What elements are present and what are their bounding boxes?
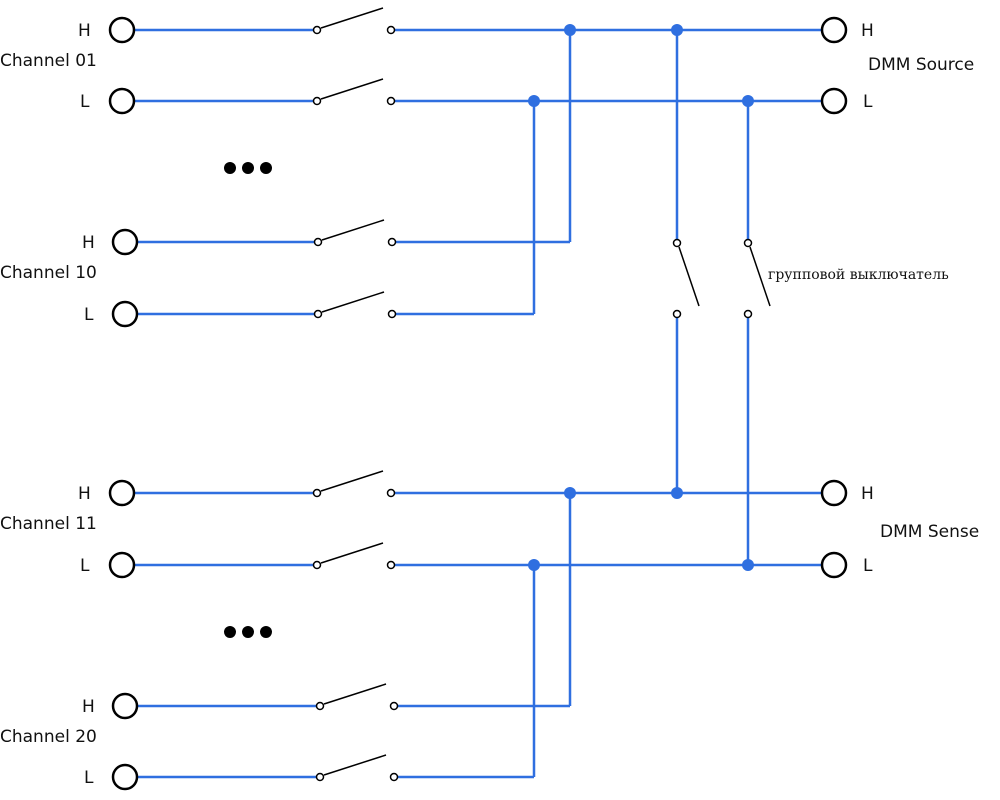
junction-dot xyxy=(671,24,683,36)
open-switch-icon xyxy=(315,683,399,711)
output-terminals xyxy=(820,16,848,579)
junction-dot xyxy=(528,559,540,571)
terminal-circle-icon xyxy=(108,16,136,44)
junction-dot xyxy=(671,487,683,499)
open-switch-icon xyxy=(312,470,396,498)
junction-dot xyxy=(564,487,576,499)
terminal-circle-icon xyxy=(111,692,139,720)
open-switch-icon xyxy=(312,542,396,570)
input-terminals xyxy=(108,16,139,791)
terminal-circle-icon xyxy=(111,228,139,256)
ch11-low-label: L xyxy=(80,556,90,576)
junction-dot xyxy=(564,24,576,36)
open-switch-icon xyxy=(743,238,771,319)
terminal-circle-icon xyxy=(820,551,848,579)
junction-dot xyxy=(742,559,754,571)
open-switch-icon xyxy=(672,238,700,319)
channel-switches xyxy=(312,7,399,782)
ch01-low-label: L xyxy=(80,92,90,112)
dmm-source-high-label: H xyxy=(861,21,874,41)
open-switch-icon xyxy=(313,219,397,247)
dmm-sense-high-label: H xyxy=(861,484,874,504)
terminal-circle-icon xyxy=(820,479,848,507)
terminal-circle-icon xyxy=(108,479,136,507)
dmm-source-label: DMM Source xyxy=(868,55,974,75)
ch20-label: Channel 20 xyxy=(0,727,97,747)
terminal-circle-icon xyxy=(111,763,139,791)
group-switch xyxy=(672,238,771,319)
ch10-high-label: H xyxy=(82,233,95,253)
terminal-circle-icon xyxy=(108,87,136,115)
wires xyxy=(135,28,822,779)
ellipsis-icon xyxy=(224,162,272,174)
ch10-low-label: L xyxy=(84,305,94,325)
group-switch-label: групповой выключатель xyxy=(768,267,949,283)
junction-dot xyxy=(742,95,754,107)
ch20-high-label: H xyxy=(82,697,95,717)
open-switch-icon xyxy=(313,291,397,319)
terminal-circle-icon xyxy=(820,87,848,115)
ch01-high-label: H xyxy=(78,21,91,41)
ellipsis-icon xyxy=(224,626,272,638)
ch10-label: Channel 10 xyxy=(0,263,97,283)
open-switch-icon xyxy=(315,754,399,782)
junction-dot xyxy=(528,95,540,107)
dmm-sense-label: DMM Sense xyxy=(880,522,979,542)
ch01-label: Channel 01 xyxy=(0,51,97,71)
open-switch-icon xyxy=(312,7,396,35)
terminal-circle-icon xyxy=(108,551,136,579)
terminal-circle-icon xyxy=(820,16,848,44)
dmm-source-low-label: L xyxy=(863,92,873,112)
junctions xyxy=(528,24,754,571)
ch20-low-label: L xyxy=(84,768,94,788)
dmm-sense-low-label: L xyxy=(863,556,873,576)
terminal-circle-icon xyxy=(111,300,139,328)
ch11-high-label: H xyxy=(78,484,91,504)
ch11-label: Channel 11 xyxy=(0,514,97,534)
open-switch-icon xyxy=(312,78,396,106)
